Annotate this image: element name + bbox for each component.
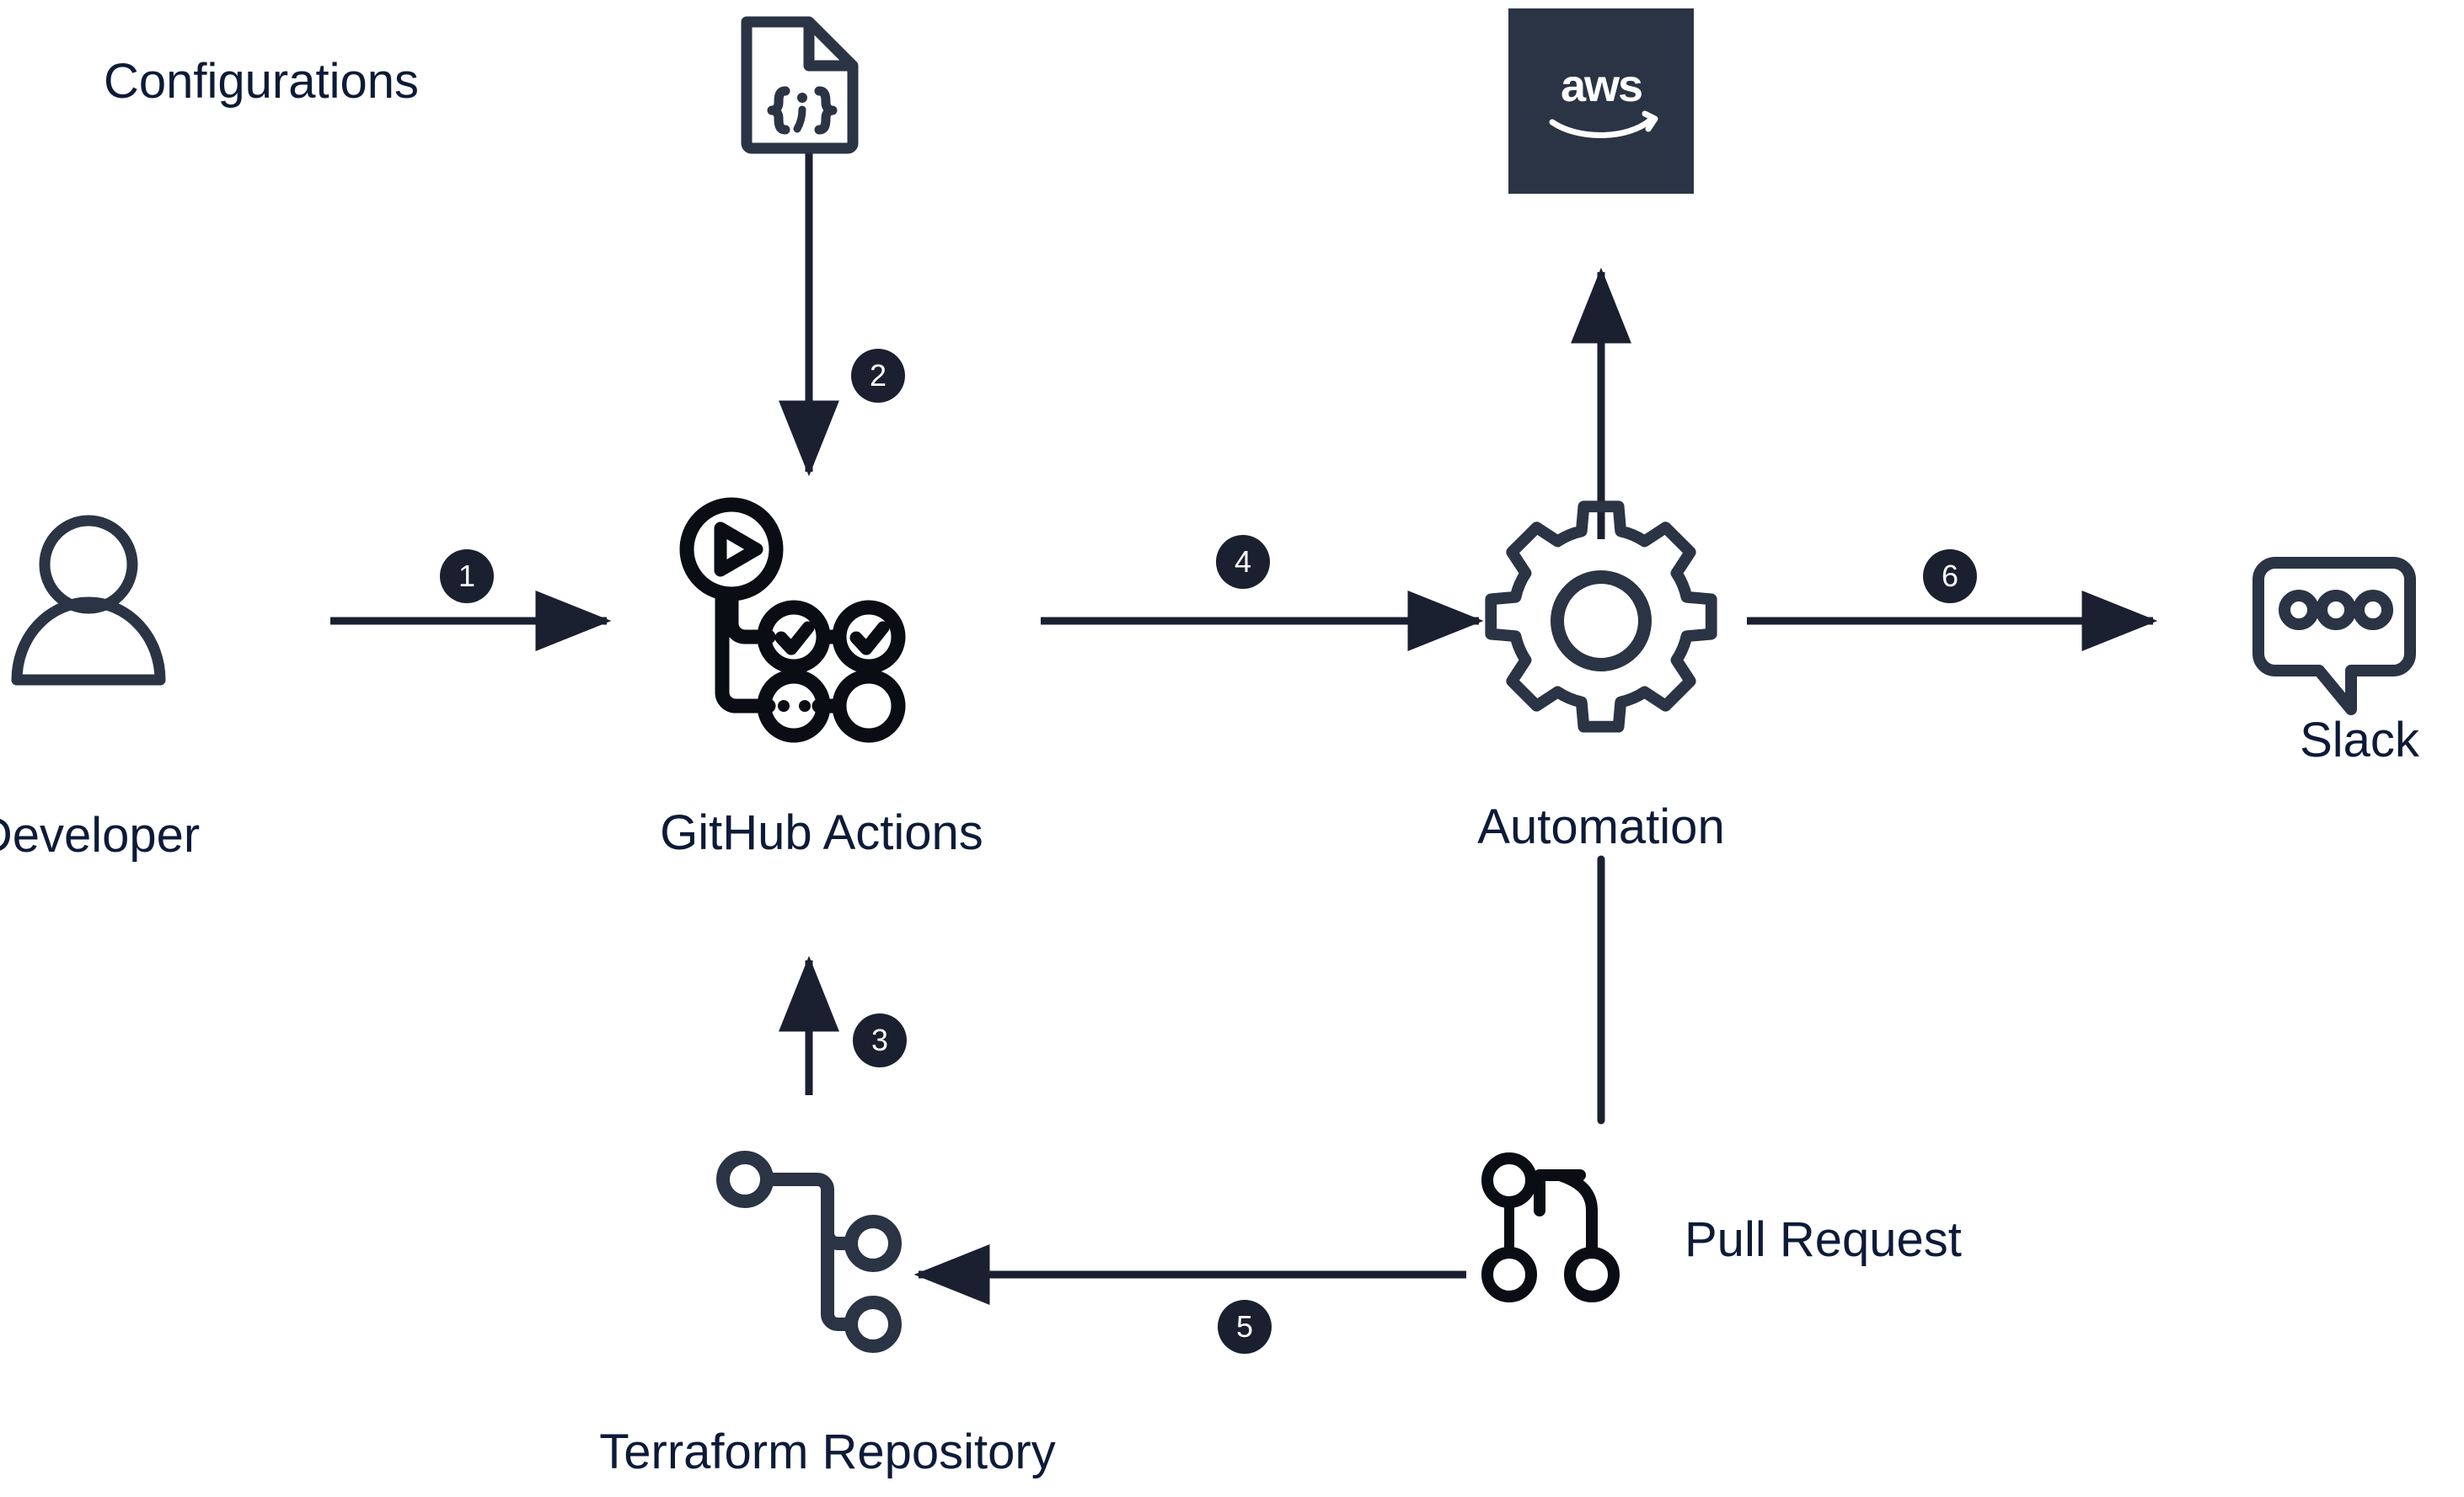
gear-icon bbox=[1485, 500, 1717, 733]
step-badge-1: 1 bbox=[440, 549, 494, 603]
label-developer: Developer bbox=[0, 808, 201, 863]
label-terraform-repository: Terraform Repository bbox=[599, 1425, 1056, 1479]
github-actions-icon bbox=[679, 497, 906, 743]
aws-logo-icon: aws bbox=[1508, 8, 1694, 194]
label-github-actions: GitHub Actions bbox=[660, 805, 983, 860]
aws-wordmark: aws bbox=[1549, 61, 1658, 138]
person-icon bbox=[11, 515, 166, 686]
label-slack: Slack bbox=[2300, 713, 2419, 767]
step-badge-3: 3 bbox=[853, 1013, 907, 1067]
step-badge-4: 4 bbox=[1216, 535, 1270, 589]
config-file-icon bbox=[741, 16, 859, 154]
step-badge-5: 5 bbox=[1218, 1300, 1272, 1354]
step-badge-2: 2 bbox=[851, 349, 905, 403]
label-pull-request: Pull Request bbox=[1685, 1212, 1962, 1267]
label-configurations: Configurations bbox=[104, 54, 419, 109]
speech-bubble-icon bbox=[2252, 557, 2416, 715]
aws-text: aws bbox=[1561, 61, 1642, 111]
git-branch-icon bbox=[716, 1151, 902, 1353]
label-automation: Automation bbox=[1477, 799, 1725, 854]
pull-request-icon bbox=[1481, 1152, 1620, 1302]
step-badge-6: 6 bbox=[1923, 549, 1977, 603]
